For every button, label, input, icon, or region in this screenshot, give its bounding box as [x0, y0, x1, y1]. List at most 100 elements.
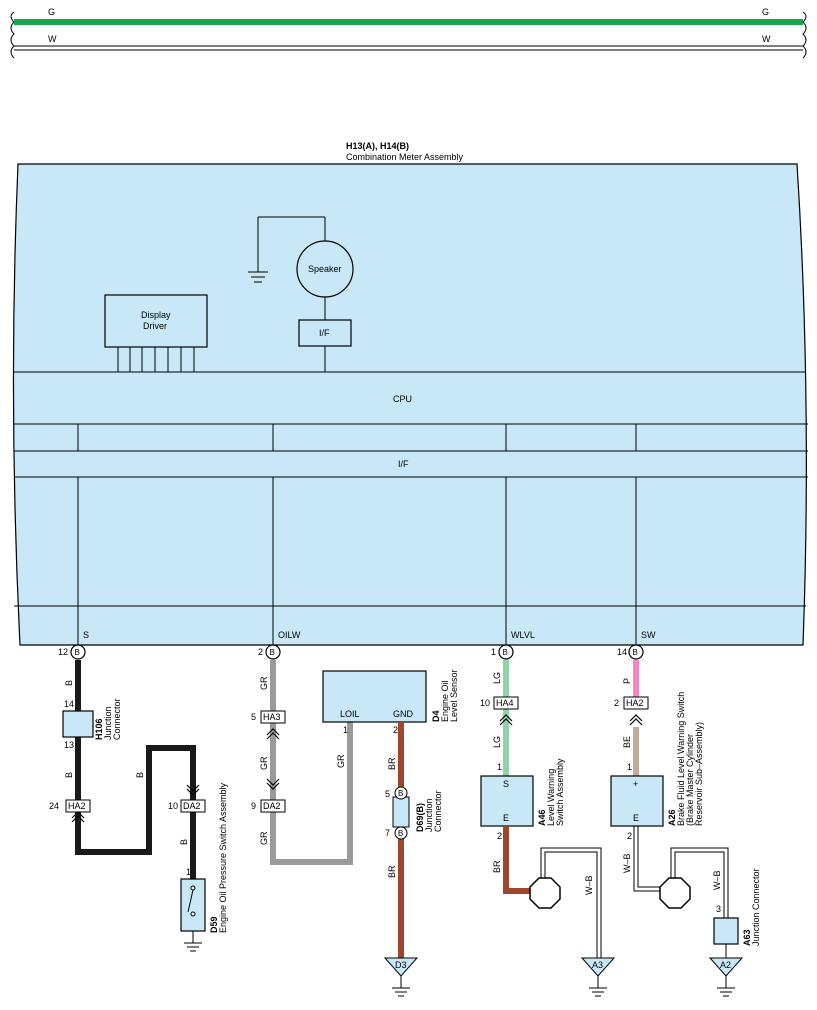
label: + — [633, 779, 638, 789]
label: 13 — [64, 740, 74, 750]
wire-b4: B — [179, 839, 189, 845]
a63-code: A63 — [742, 929, 752, 946]
label: 5 — [251, 712, 256, 722]
label: 14 — [617, 647, 627, 657]
connector-ha2-right — [623, 696, 649, 710]
label: 7 — [385, 828, 390, 838]
cpu-label: CPU — [393, 394, 412, 404]
d4-sensor — [322, 670, 427, 723]
splice-octagon — [529, 877, 561, 909]
label: 24 — [49, 801, 59, 811]
circuit-wlvl: B 1 LG HA4 10 LG 1 S E 2 A46 Level Warni… — [480, 644, 616, 997]
d59-code: D59 — [209, 916, 219, 933]
ground-icon — [717, 987, 735, 997]
label: W–B — [584, 875, 594, 895]
d69-code: D69(B) — [415, 803, 425, 832]
label: P — [622, 678, 632, 684]
label: E — [633, 813, 639, 823]
label: BR — [387, 757, 397, 770]
label: Junction Connector — [751, 868, 761, 946]
pin-b-oilw — [265, 644, 281, 660]
label: 2 — [258, 647, 263, 657]
label: D3 — [395, 960, 407, 970]
label: LG — [492, 672, 502, 684]
a26-code: A26 — [667, 809, 677, 826]
label: GND — [393, 709, 414, 719]
bus-label-g-left: G — [48, 7, 55, 17]
terminal-sw: SW — [641, 630, 656, 640]
label: DA2 — [183, 801, 201, 811]
ground-icon — [392, 987, 410, 997]
label: Engine Oil — [440, 680, 450, 722]
pin-12: 12 — [58, 647, 68, 657]
connector-ha3 — [260, 710, 286, 724]
label: W–B — [712, 870, 722, 890]
label: B — [398, 829, 403, 838]
if-small-label: I/F — [319, 328, 330, 338]
label: 5 — [385, 789, 390, 799]
label: HA3 — [263, 712, 281, 722]
bus-label-g-right: G — [762, 7, 769, 17]
combination-meter: H13(A), H14(B) Combination Meter Assembl… — [12, 141, 808, 646]
label: HA2 — [626, 698, 644, 708]
label: 2 — [497, 831, 502, 841]
label: GR — [259, 831, 269, 845]
label: E — [503, 813, 509, 823]
label: 1 — [491, 647, 496, 657]
ground-point-d3 — [383, 957, 419, 977]
display-driver-label-1: Display — [141, 310, 171, 320]
label: B — [398, 789, 403, 798]
label: W–B — [622, 853, 632, 873]
wire-b3: B — [135, 772, 145, 778]
label: 14 — [64, 699, 74, 709]
ground-icon — [184, 942, 202, 952]
label: A3 — [592, 960, 603, 970]
connector-da2-right — [180, 799, 206, 813]
label: 2 — [627, 831, 632, 841]
terminal-oilw: OILW — [278, 630, 301, 640]
label: HA4 — [496, 698, 514, 708]
terminal-s: S — [83, 630, 89, 640]
display-driver-label-2: Driver — [143, 321, 167, 331]
label: Reservoir Sub–Assembly) — [694, 722, 704, 826]
label: A2 — [720, 960, 731, 970]
pin-b-wlvl — [498, 644, 514, 660]
connector-ha4 — [493, 696, 519, 710]
label: LOIL — [340, 709, 360, 719]
connector-da2-left — [260, 799, 286, 813]
label: LG — [492, 736, 502, 748]
label: GR — [259, 756, 269, 770]
label: B — [270, 648, 275, 657]
a46-switch — [480, 775, 534, 827]
label: 10 — [480, 698, 490, 708]
label: B — [633, 648, 638, 657]
speaker-label: Speaker — [308, 264, 342, 274]
label: S — [503, 779, 509, 789]
label: Level Warning — [546, 769, 556, 826]
label: 2 — [614, 698, 619, 708]
label: BE — [622, 736, 632, 748]
label: 3 — [716, 904, 721, 914]
label: GR — [336, 754, 346, 768]
meter-body — [12, 163, 807, 646]
if-bus-label: I/F — [398, 459, 409, 469]
label: 9 — [251, 801, 256, 811]
label: 1 — [343, 725, 348, 735]
label: B — [503, 648, 508, 657]
label: B — [75, 648, 80, 657]
a26-switch — [610, 775, 664, 827]
h106-code: H106 — [94, 718, 104, 740]
wire-b2: B — [64, 772, 74, 778]
pin-b-sw — [628, 644, 644, 660]
label: Engine Oil Pressure Switch Assembly — [218, 782, 228, 933]
label: HA2 — [68, 801, 86, 811]
label: (Brake Master Cylinder — [685, 734, 695, 826]
label: Junction — [103, 706, 113, 740]
h106-connector — [62, 710, 94, 738]
label: 1 — [627, 762, 632, 772]
a46-code: A46 — [537, 809, 547, 826]
label: Brake Fluid Level Warning Switch — [676, 692, 686, 826]
meter-name: Combination Meter Assembly — [346, 152, 464, 162]
label: 2 — [393, 725, 398, 735]
